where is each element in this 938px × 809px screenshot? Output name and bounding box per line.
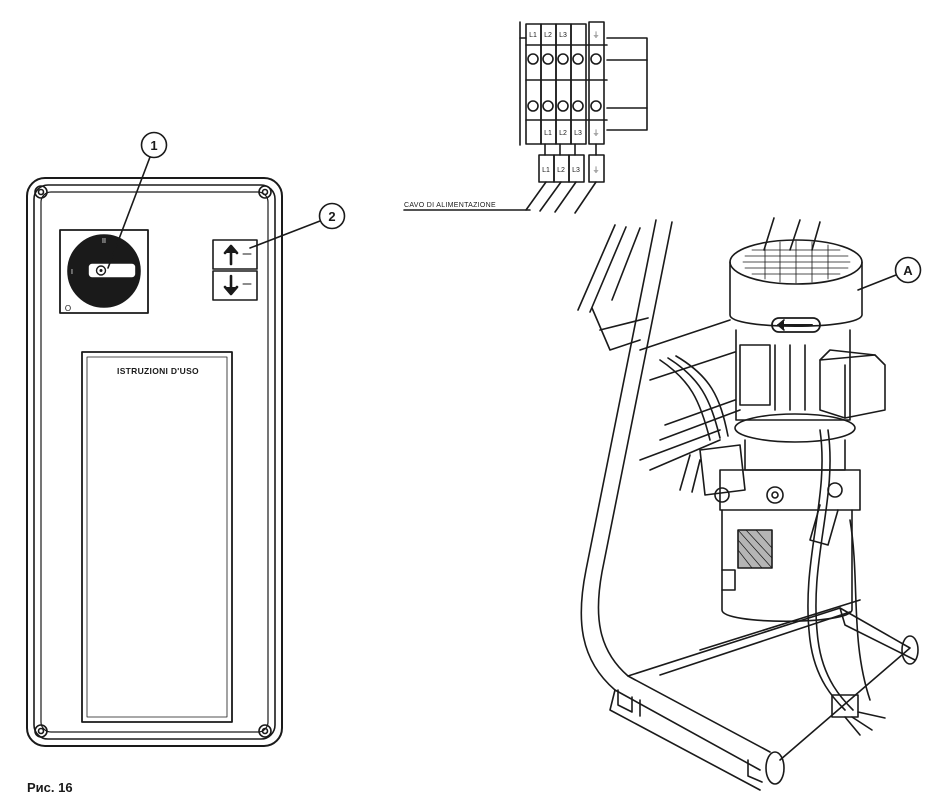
terminal-columns: [525, 21, 608, 145]
up-down-pushbuttons: [212, 239, 258, 301]
callout-2-label: 2: [328, 209, 335, 224]
callout-1-label: 1: [150, 138, 157, 153]
callout-1: [107, 131, 168, 269]
terminal-bottom-label-2: L2: [559, 130, 567, 137]
plug-label-3: L3: [572, 167, 580, 174]
electric-motor: [679, 239, 922, 622]
control-panel: [26, 131, 346, 747]
rotation-arrow-icon: [771, 317, 821, 333]
terminal-bottom-label-4: ⏚: [593, 129, 600, 137]
terminal-top-label-2: L2: [544, 32, 552, 39]
corner-screw-icon: [258, 724, 272, 738]
switch-mark-top: II: [102, 238, 106, 245]
figure-caption: Рис. 16: [27, 780, 73, 795]
callout-A-label: A: [903, 263, 913, 278]
plug-label-4: ⏚: [593, 166, 600, 174]
switch-mark-left: I: [71, 269, 73, 276]
cable-label: CAVO DI ALIMENTAZIONE: [404, 202, 496, 209]
arrow-up-icon: [223, 244, 239, 266]
terminal-top-label-4: ⏚: [593, 31, 600, 39]
instructions-plate: [81, 351, 233, 723]
terminal-bottom-label-3: L3: [574, 130, 582, 137]
plug-label-1: L1: [542, 167, 550, 174]
fan-grille: [742, 240, 851, 284]
terminal-top-label-1: L1: [529, 32, 537, 39]
switch-mark-bottom: O: [65, 304, 71, 313]
terminal-screws-top: [527, 53, 602, 65]
arrow-down-icon: [223, 274, 239, 296]
callout-A: [857, 256, 922, 291]
callout-2: [249, 202, 346, 249]
instructions-label: ISTRUZIONI D'USO: [117, 366, 199, 376]
terminal-top-label-3: L3: [559, 32, 567, 39]
terminal-bottom-label-1: L1: [544, 130, 552, 137]
main-switch: [59, 229, 149, 314]
corner-screw-icon: [258, 185, 272, 199]
corner-screw-icon: [34, 724, 48, 738]
plug-label-2: L2: [557, 167, 565, 174]
terminal-block: [403, 21, 648, 214]
terminal-screws-bottom: [527, 100, 602, 112]
corner-screw-icon: [34, 185, 48, 199]
lift-frame: [577, 217, 919, 791]
